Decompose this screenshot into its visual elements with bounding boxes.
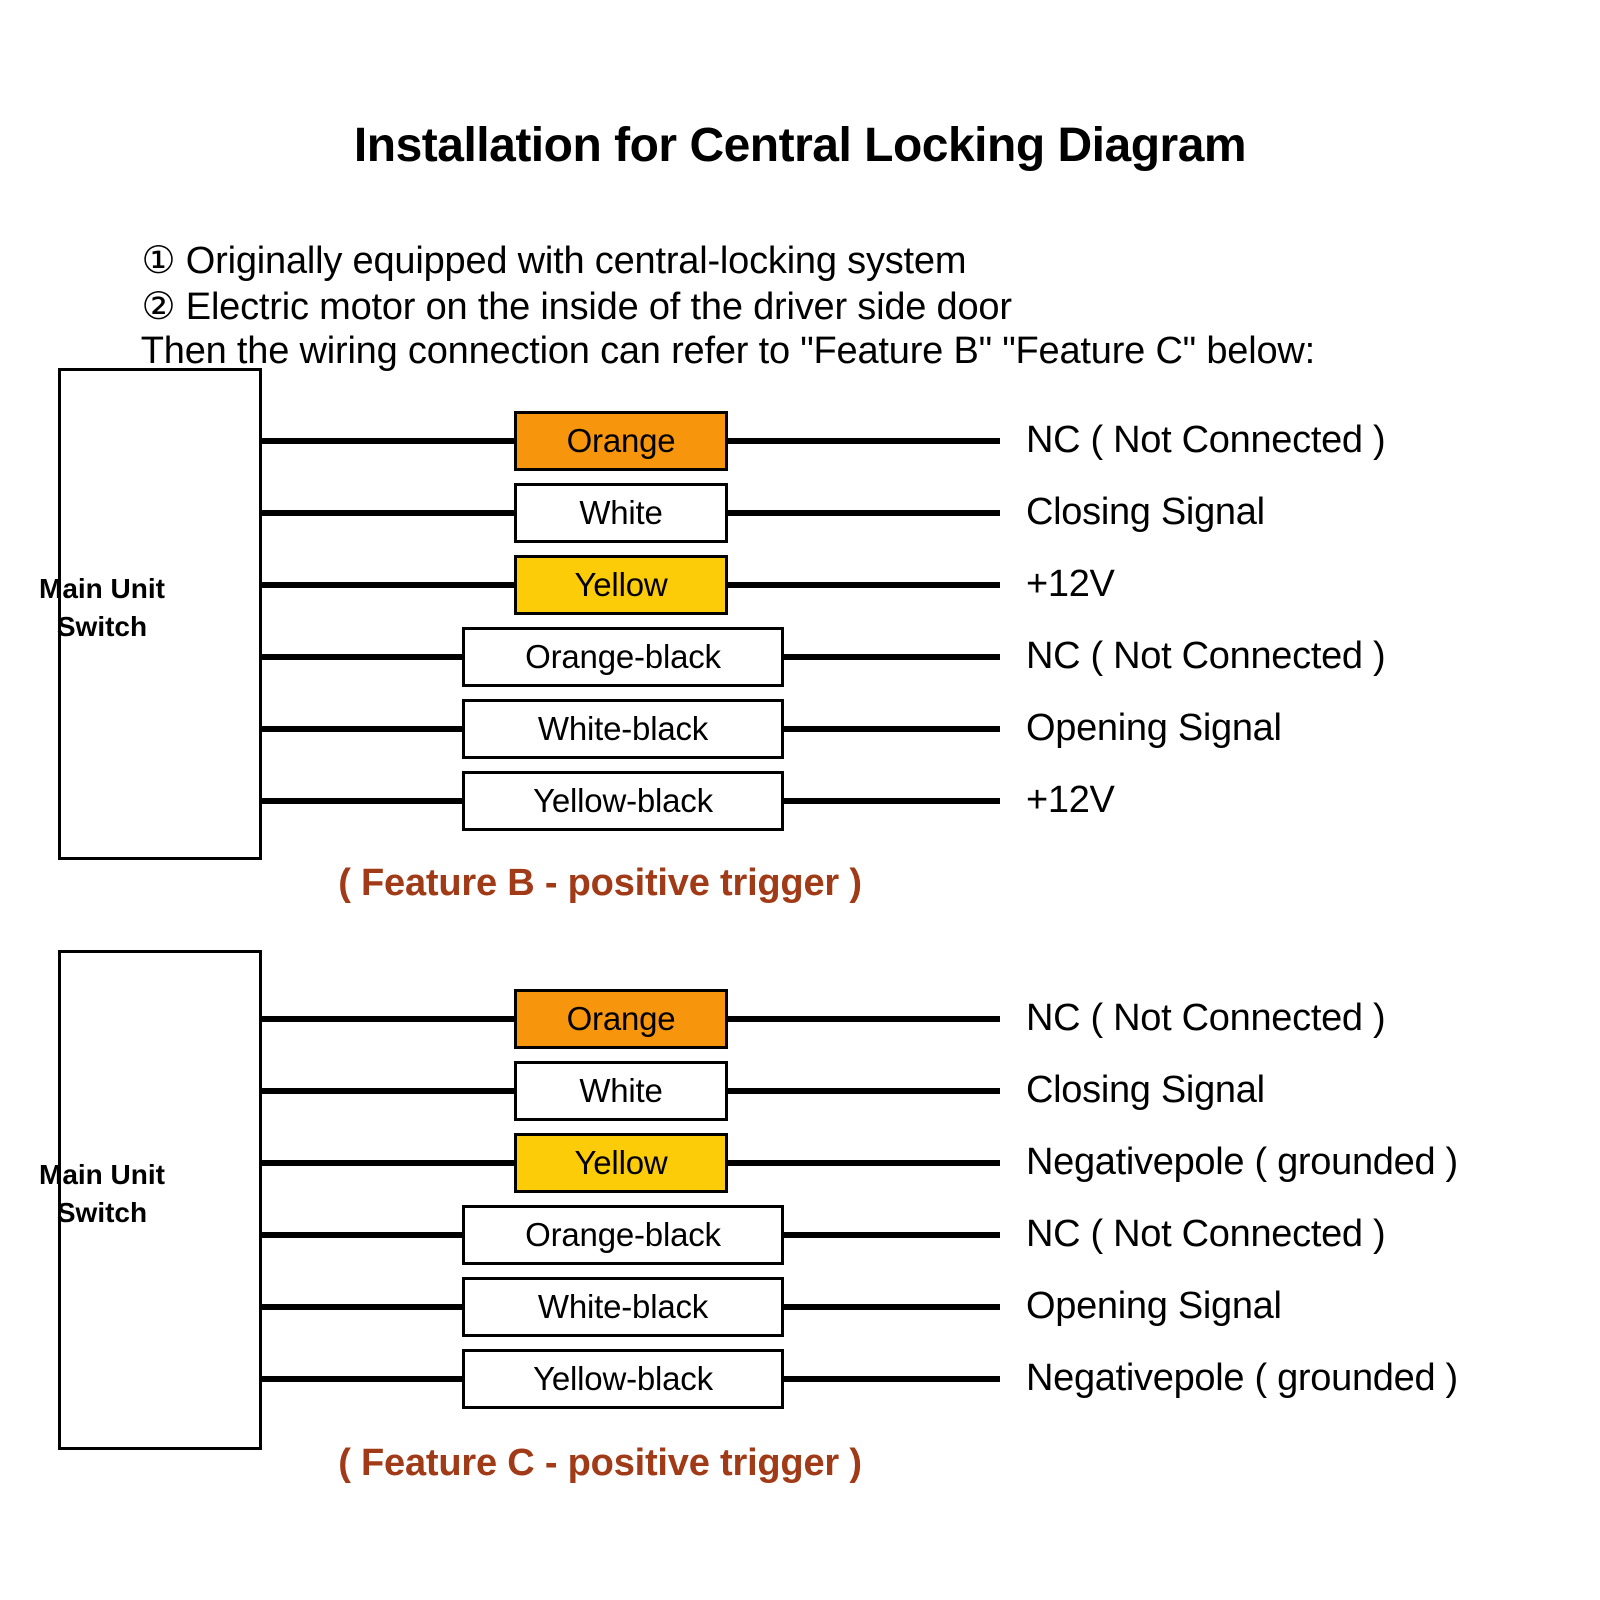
note-line-2: ② Electric motor on the inside of the dr… xyxy=(100,241,1013,372)
wire-color-label: White-black xyxy=(462,699,784,759)
wiring-block-feature-c: Main Unit Switch Orange NC ( Not Connecte… xyxy=(0,938,1600,1508)
wire-color-label: Yellow xyxy=(514,555,728,615)
caption-feature-b: ( Feature B - positive trigger ) xyxy=(338,862,862,904)
wire-color-label: Yellow xyxy=(514,1133,728,1193)
wire-signal-label: NC ( Not Connected ) xyxy=(1026,1213,1386,1255)
note-line-3: Then the wiring connection can refer to … xyxy=(100,287,1315,416)
note-line-1: ① Originally equipped with central-locki… xyxy=(100,195,967,326)
caption-feature-c: ( Feature C - positive trigger ) xyxy=(338,1442,862,1484)
wire-signal-label: Closing Signal xyxy=(1026,1069,1265,1111)
main-unit-switch-box-c xyxy=(58,950,262,1450)
main-unit-switch-label-c: Main Unit Switch xyxy=(39,1159,165,1228)
wire-color-label: Orange xyxy=(514,989,728,1049)
wire-color-label: White xyxy=(514,1061,728,1121)
wire-signal-label: Negativepole ( grounded ) xyxy=(1026,1141,1458,1183)
wire-color-label: Orange-black xyxy=(462,627,784,687)
wire-signal-label: NC ( Not Connected ) xyxy=(1026,419,1386,461)
wire-signal-label: Opening Signal xyxy=(1026,1285,1282,1327)
circled-number-1: ① xyxy=(141,240,176,282)
wire-color-label: Orange-black xyxy=(462,1205,784,1265)
wire-signal-label: Negativepole ( grounded ) xyxy=(1026,1357,1458,1399)
wire-color-label: Yellow-black xyxy=(462,771,784,831)
wiring-block-feature-b: Main Unit Switch Orange NC ( Not Connecte… xyxy=(0,360,1600,920)
wire-signal-label: Closing Signal xyxy=(1026,491,1265,533)
wire-color-label: White-black xyxy=(462,1277,784,1337)
wire-signal-label: +12V xyxy=(1026,563,1115,605)
main-unit-switch-label-b: Main Unit Switch xyxy=(39,573,165,642)
note-text-3: Then the wiring connection can refer to … xyxy=(140,330,1315,372)
main-unit-switch-box-b xyxy=(58,368,262,860)
note-text-2: Electric motor on the inside of the driv… xyxy=(175,286,1012,328)
wire-color-label: Yellow-black xyxy=(462,1349,784,1409)
page-title: Installation for Central Locking Diagram xyxy=(353,119,1247,172)
wire-signal-label: Opening Signal xyxy=(1026,707,1282,749)
circled-number-2: ② xyxy=(141,286,176,328)
note-text-1: Originally equipped with central-locking… xyxy=(175,240,967,282)
wire-signal-label: +12V xyxy=(1026,779,1115,821)
wire-signal-label: NC ( Not Connected ) xyxy=(1026,997,1386,1039)
wire-color-label: Orange xyxy=(514,411,728,471)
wire-color-label: White xyxy=(514,483,728,543)
wire-signal-label: NC ( Not Connected ) xyxy=(1026,635,1386,677)
